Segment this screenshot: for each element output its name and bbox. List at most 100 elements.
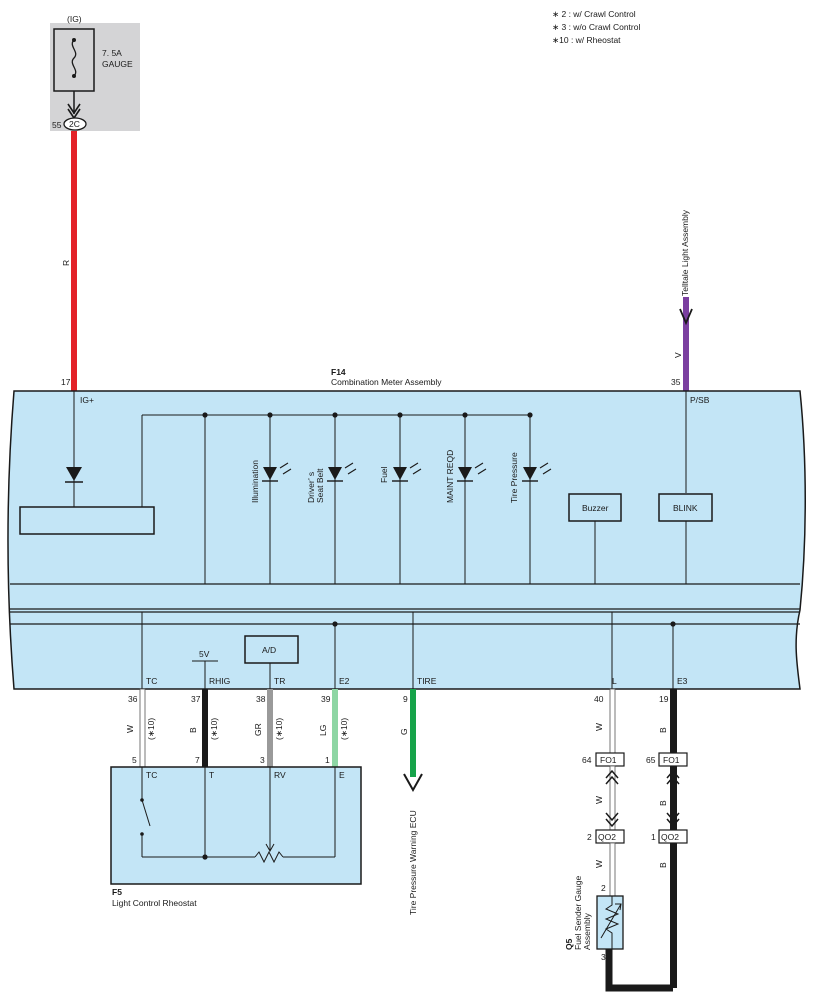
wire-white-l-1 — [609, 688, 616, 754]
wire-black-e3-1 — [670, 689, 677, 753]
rheo-terminal-t: T — [209, 770, 214, 780]
ig-module-box — [19, 506, 155, 535]
terminal-l: L — [612, 676, 617, 686]
resistor-icon — [254, 850, 284, 864]
rheo-terminal-rv: RV — [274, 770, 286, 780]
pin-17: 17 — [61, 377, 71, 387]
wire-black-e3-2 — [670, 766, 677, 830]
pin-38: 38 — [256, 694, 266, 704]
led-icon — [523, 467, 537, 480]
wire-gray-rv — [267, 689, 273, 767]
pin-39: 39 — [321, 694, 331, 704]
led-label-drivers: Driver’ s — [306, 472, 316, 503]
wire-color-r: R — [61, 260, 71, 266]
wire-violet — [683, 297, 689, 391]
rheostat-code: F5 — [112, 887, 122, 897]
wire-color-b-e3-2: B — [658, 800, 668, 806]
rheo-pin-3: 3 — [260, 755, 265, 765]
wire-black-t — [202, 689, 208, 767]
note-rheostat: ∗10 : w/ Rheostat — [552, 35, 621, 45]
connector-arrow-icon — [605, 769, 619, 785]
connector-arrow-icon — [666, 769, 680, 785]
pin-35: 35 — [671, 377, 681, 387]
led-icon — [458, 467, 472, 480]
fuse-connector: 2C — [69, 119, 80, 129]
buzzer-label: Buzzer — [582, 503, 609, 513]
wire-color-w-l1: W — [594, 723, 604, 731]
sender-pin-2: 2 — [601, 883, 606, 893]
led-label-tire-pressure: Tire Pressure — [509, 452, 519, 503]
led-seat-belt — [327, 462, 357, 482]
wire-color-gr: GR — [253, 723, 263, 736]
note-crawl-control: ∗ 2 : w/ Crawl Control — [552, 9, 636, 19]
fuse-rating: 7. 5A — [102, 48, 122, 58]
qo2-label-e3: QO2 — [661, 832, 679, 842]
led-label-seat-belt: Seat Belt — [315, 468, 325, 503]
fuse-block: (IG) 7. 5A GAUGE 55 2C — [50, 14, 140, 131]
switch-icon — [141, 799, 151, 827]
tpw-label: Tire Pressure Warning ECU — [408, 810, 418, 915]
led-illumination — [262, 462, 292, 482]
wire-color-b-e3: B — [658, 727, 668, 733]
fo1-label-l: FO1 — [600, 755, 617, 765]
terminal-tire: TIRE — [417, 676, 437, 686]
terminal-tc: TC — [146, 676, 157, 686]
wire-color-w-l3: W — [594, 860, 604, 868]
tpw-arrow-icon — [403, 773, 423, 793]
buzzer-box — [568, 493, 622, 522]
wire-color-w-l2: W — [594, 796, 604, 804]
wire-black-ground — [605, 949, 673, 992]
wire-color-w: W — [125, 725, 135, 733]
cond-e: (∗10) — [339, 718, 349, 740]
terminal-rhig: RHIG — [209, 676, 230, 686]
rheo-pin-7: 7 — [195, 755, 200, 765]
rheo-terminal-e: E — [339, 770, 345, 780]
meter-code: F14 — [331, 367, 346, 377]
variable-resistor-icon — [604, 896, 620, 949]
connector-arrow-icon — [666, 812, 680, 828]
pin-37: 37 — [191, 694, 201, 704]
terminal-tr: TR — [274, 676, 285, 686]
sender-pin-3: 3 — [601, 952, 606, 962]
sender-name-2: Assembly — [582, 912, 592, 950]
combination-meter — [7, 390, 806, 690]
wire-green — [410, 689, 416, 777]
qo2-pin-1: 1 — [651, 832, 656, 842]
cond-tc: (∗10) — [146, 718, 156, 740]
telltale-arrow-icon — [679, 308, 693, 326]
pin-36: 36 — [128, 694, 138, 704]
wire-color-v: V — [673, 352, 683, 358]
label-5v: 5V — [199, 649, 210, 659]
fuse-icon — [71, 39, 77, 77]
cond-rv: (∗10) — [274, 718, 284, 740]
fuse-pin: 55 — [52, 120, 62, 130]
wire-color-b-e3-3: B — [658, 862, 668, 868]
wire-white-tc — [139, 688, 146, 768]
sender-name: Fuel Sender Gauge — [573, 876, 583, 950]
led-icon — [263, 467, 277, 480]
wire-color-b: B — [188, 727, 198, 733]
terminal-ig-plus: IG+ — [80, 395, 94, 405]
telltale-label: Telltale Light Assembly — [680, 209, 690, 296]
wire-color-lg: LG — [318, 725, 328, 736]
note-no-crawl-control: ∗ 3 : w/o Crawl Control — [552, 22, 640, 32]
wire-color-g: G — [399, 728, 409, 735]
terminal-e2: E2 — [339, 676, 350, 686]
sender-code: Q5 — [564, 938, 574, 950]
fo1-pin-64: 64 — [582, 755, 592, 765]
led-label-illumination: Illumination — [250, 460, 260, 503]
fo1-label-e3: FO1 — [663, 755, 680, 765]
meter-name: Combination Meter Assembly — [331, 377, 442, 387]
rheo-pin-1: 1 — [325, 755, 330, 765]
led-fuel — [392, 462, 422, 482]
pin-9: 9 — [403, 694, 408, 704]
led-tire-pressure — [522, 462, 552, 482]
led-maint-reqd — [457, 462, 487, 482]
fuse-name: GAUGE — [102, 59, 133, 69]
led-icon — [393, 467, 407, 480]
wire-white-l-3 — [609, 842, 616, 897]
cond-t: (∗10) — [209, 718, 219, 740]
rheostat-name: Light Control Rheostat — [112, 898, 197, 908]
